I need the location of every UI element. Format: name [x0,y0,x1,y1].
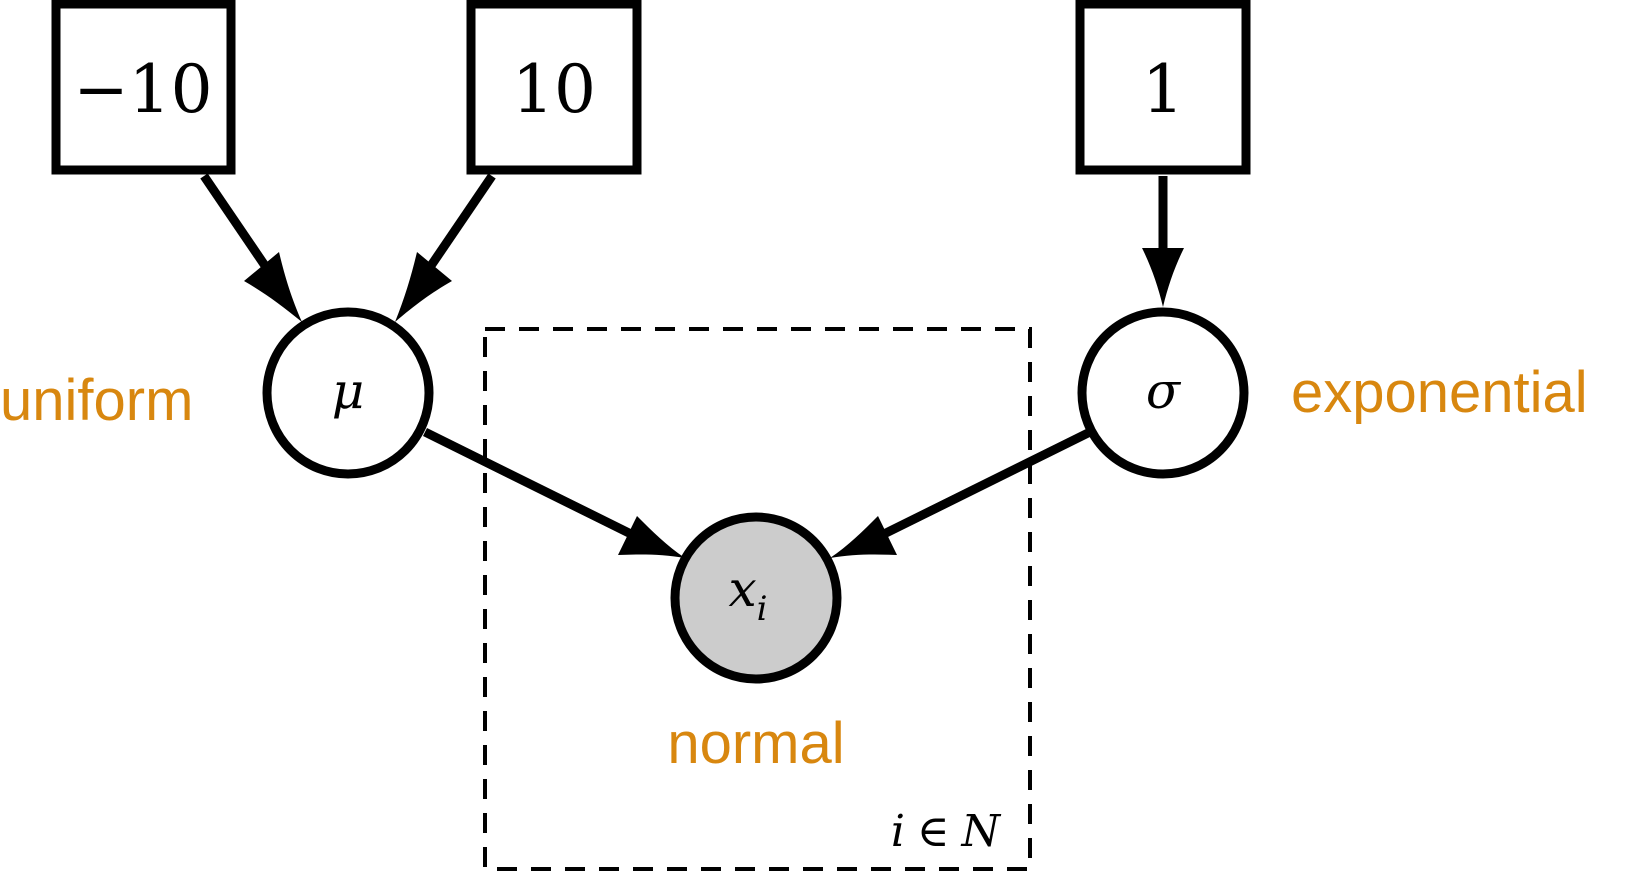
node-sigma-symbol: σ [1146,362,1182,420]
constant-rate-value: 1 [1142,51,1184,128]
node-sigma: σ [1077,307,1249,479]
plate-relation: ∈ [917,806,950,857]
constant-rate-box: 1 [1075,0,1251,175]
distribution-label-mu: uniform [0,368,193,433]
node-mu-symbol: μ [332,362,365,420]
node-mu: μ [262,307,434,479]
distribution-label-sigma: exponential [1291,360,1588,425]
edge-lower-to-mu [200,173,302,322]
edge-upper-to-mu [395,173,496,322]
node-x-subscript: i [757,589,768,629]
plate-set: N [961,806,1002,857]
plate-label: i∈N [891,806,1002,857]
distribution-label-x: normal [667,711,844,776]
plate-box [483,327,1032,871]
edge-mu-to-x [423,427,685,558]
edge-rate-to-sigma [1142,176,1184,307]
plate-index: i [891,806,905,857]
edge-sigma-to-x [830,427,1092,558]
svg-text:xi: xi [728,560,767,629]
constant-lower-value: −10 [73,51,212,128]
node-x: xi [670,512,842,684]
constant-upper-value: 10 [512,51,596,128]
constant-upper-box: 10 [466,0,642,175]
node-x-symbol: x [728,560,756,618]
constant-lower-box: −10 [51,0,236,175]
